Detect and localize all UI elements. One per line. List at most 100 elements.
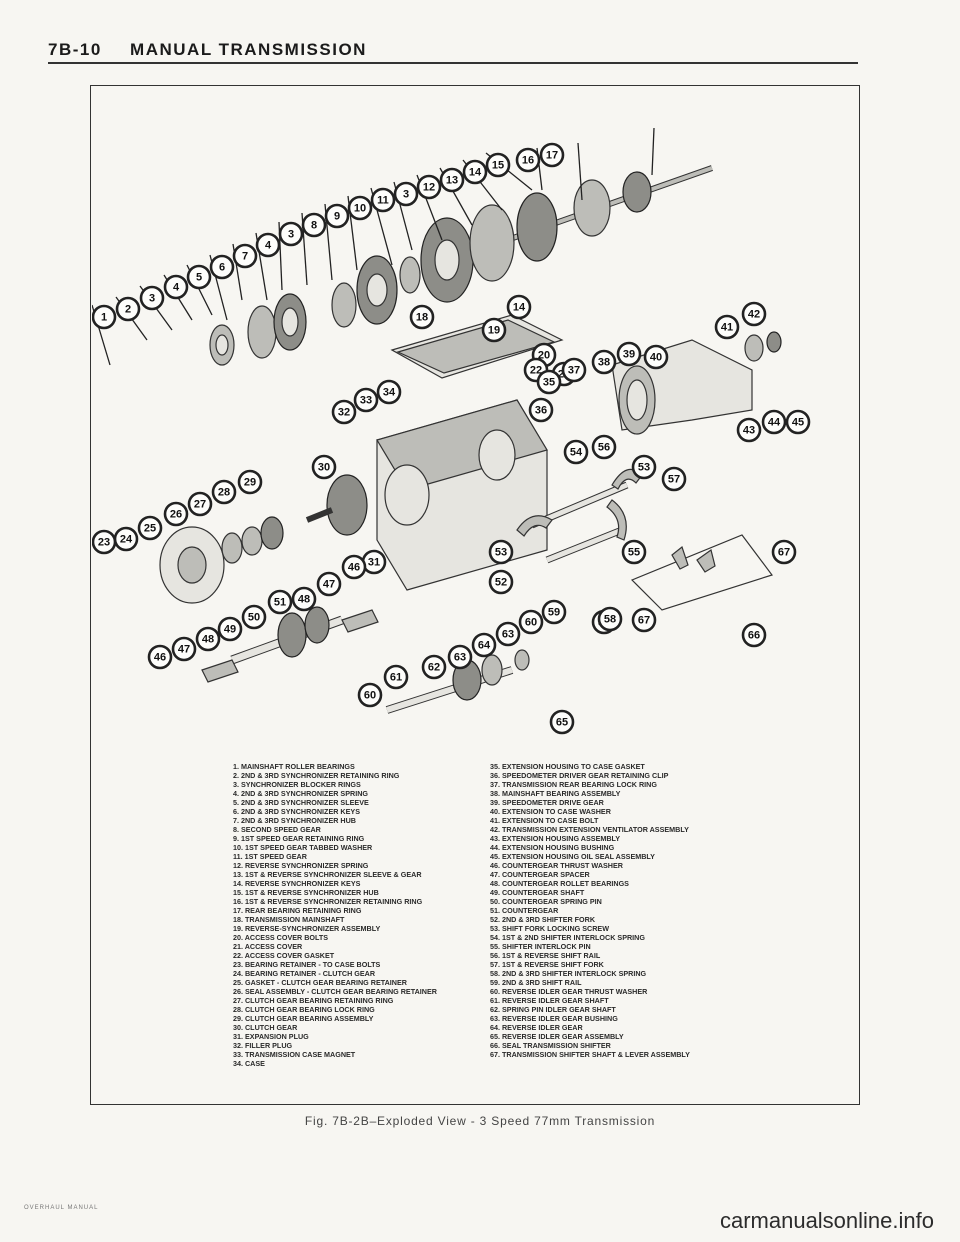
svg-text:43: 43 <box>743 425 755 437</box>
legend-item: 30. CLUTCH GEAR <box>233 1023 298 1032</box>
svg-text:4: 4 <box>173 282 180 294</box>
legend-item: 50. COUNTERGEAR SPRING PIN <box>490 897 602 906</box>
callout-39: 39 <box>616 341 642 367</box>
legend-item: 43. EXTENSION HOUSING ASSEMBLY <box>490 834 621 843</box>
callout-48: 48 <box>291 586 317 612</box>
callout-64: 64 <box>471 632 497 658</box>
svg-text:63: 63 <box>454 652 466 664</box>
legend-item: 29. CLUTCH GEAR BEARING ASSEMBLY <box>233 1014 374 1023</box>
callout-58: 58 <box>597 606 623 632</box>
callout-53: 53 <box>631 454 657 480</box>
legend-item: 47. COUNTERGEAR SPACER <box>490 870 590 879</box>
svg-text:65: 65 <box>556 717 568 729</box>
legend-item: 53. SHIFT FORK LOCKING SCREW <box>490 924 609 933</box>
callout-67: 67 <box>631 607 657 633</box>
callout-3: 3 <box>139 285 165 311</box>
callout-33: 33 <box>353 387 379 413</box>
section-title: MANUAL TRANSMISSION <box>130 40 367 59</box>
svg-text:67: 67 <box>638 615 650 627</box>
callout-7: 7 <box>232 243 258 269</box>
callout-44: 44 <box>761 409 787 435</box>
access-cover <box>390 314 564 379</box>
legend-item: 57. 1ST & REVERSE SHIFT FORK <box>490 960 604 969</box>
callout-51: 51 <box>267 589 293 615</box>
legend-item: 28. CLUTCH GEAR BEARING LOCK RING <box>233 1005 375 1014</box>
callout-23: 23 <box>92 529 117 555</box>
callout-2: 2 <box>115 296 141 322</box>
svg-text:42: 42 <box>748 309 760 321</box>
legend-item: 37. TRANSMISSION REAR BEARING LOCK RING <box>490 780 657 789</box>
callout-53: 53 <box>488 539 514 565</box>
svg-text:36: 36 <box>535 405 547 417</box>
legend-item: 9. 1ST SPEED GEAR RETAINING RING <box>233 834 365 843</box>
callout-61: 61 <box>383 664 409 690</box>
callout-54: 54 <box>563 439 589 465</box>
callout-57: 57 <box>661 466 687 492</box>
callout-55: 55 <box>621 539 647 565</box>
callout-63: 63 <box>495 621 521 647</box>
svg-text:34: 34 <box>383 387 396 399</box>
legend-item: 16. 1ST & REVERSE SYNCHRONIZER RETAINING… <box>233 897 423 906</box>
legend-item: 15. 1ST & REVERSE SYNCHRONIZER HUB <box>233 888 379 897</box>
legend-item: 58. 2ND & 3RD SHIFTER INTERLOCK SPRING <box>490 969 647 978</box>
svg-text:6: 6 <box>219 262 225 274</box>
svg-text:46: 46 <box>348 562 360 574</box>
svg-text:14: 14 <box>513 302 526 314</box>
callout-31: 31 <box>361 549 387 575</box>
shifter-lever <box>630 534 773 611</box>
svg-text:31: 31 <box>368 557 380 569</box>
svg-text:54: 54 <box>570 447 583 459</box>
page-footer: OVERHAUL MANUAL <box>24 1205 99 1211</box>
legend-item: 59. 2ND & 3RD SHIFT RAIL <box>490 978 582 987</box>
svg-text:66: 66 <box>748 630 760 642</box>
legend-item: 62. SPRING PIN IDLER GEAR SHAFT <box>490 1005 616 1014</box>
svg-text:58: 58 <box>604 614 616 626</box>
svg-text:44: 44 <box>768 417 781 429</box>
svg-text:16: 16 <box>522 155 534 167</box>
svg-text:9: 9 <box>334 211 340 223</box>
svg-text:15: 15 <box>492 160 504 172</box>
legend-item: 45. EXTENSION HOUSING OIL SEAL ASSEMBLY <box>490 852 655 861</box>
header-rule <box>48 62 858 64</box>
callout-16: 16 <box>515 147 541 173</box>
svg-text:61: 61 <box>390 672 402 684</box>
svg-text:39: 39 <box>623 349 635 361</box>
callout-46: 46 <box>341 554 367 580</box>
callout-37: 37 <box>561 357 587 383</box>
legend-item: 26. SEAL ASSEMBLY - CLUTCH GEAR BEARING … <box>233 987 437 996</box>
legend-item: 23. BEARING RETAINER - TO CASE BOLTS <box>233 960 381 969</box>
legend-item: 61. REVERSE IDLER GEAR SHAFT <box>490 996 609 1005</box>
legend-item: 3. SYNCHRONIZER BLOCKER RINGS <box>233 780 361 789</box>
svg-text:57: 57 <box>668 474 680 486</box>
legend-item: 54. 1ST & 2ND SHIFTER INTERLOCK SPRING <box>490 933 645 942</box>
legend-item: 34. CASE <box>233 1059 265 1068</box>
callout-32: 32 <box>331 399 357 425</box>
svg-text:2: 2 <box>125 304 131 316</box>
svg-text:7: 7 <box>242 251 248 263</box>
legend-item: 38. MAINSHAFT BEARING ASSEMBLY <box>490 789 621 798</box>
callout-30: 30 <box>311 454 337 480</box>
legend-item: 55. SHIFTER INTERLOCK PIN <box>490 942 591 951</box>
legend-item: 35. EXTENSION HOUSING TO CASE GASKET <box>490 762 645 771</box>
transmission-case <box>376 399 548 591</box>
callout-49: 49 <box>217 616 243 642</box>
svg-text:17: 17 <box>546 150 558 162</box>
legend-item: 1. MAINSHAFT ROLLER BEARINGS <box>233 762 355 771</box>
legend-item: 19. REVERSE-SYNCHRONIZER ASSEMBLY <box>233 924 381 933</box>
svg-text:27: 27 <box>194 499 206 511</box>
callout-4: 4 <box>163 274 189 300</box>
svg-text:12: 12 <box>423 182 435 194</box>
legend-item: 63. REVERSE IDLER GEAR BUSHING <box>490 1014 618 1023</box>
callout-38: 38 <box>591 349 617 375</box>
svg-text:32: 32 <box>338 407 350 419</box>
legend-item: 2. 2ND & 3RD SYNCHRONIZER RETAINING RING <box>233 771 400 780</box>
legend-item: 12. REVERSE SYNCHRONIZER SPRING <box>233 861 369 870</box>
callout-17: 17 <box>539 142 565 168</box>
svg-text:46: 46 <box>154 652 166 664</box>
legend-item: 13. 1ST & REVERSE SYNCHRONIZER SLEEVE & … <box>233 870 422 879</box>
legend-item: 46. COUNTERGEAR THRUST WASHER <box>490 861 623 870</box>
legend-item: 20. ACCESS COVER BOLTS <box>233 933 329 942</box>
callout-66: 66 <box>741 622 767 648</box>
callout-12: 12 <box>416 174 442 200</box>
callout-bubbles: 1234567438910113121314151617181914202122… <box>92 142 811 735</box>
